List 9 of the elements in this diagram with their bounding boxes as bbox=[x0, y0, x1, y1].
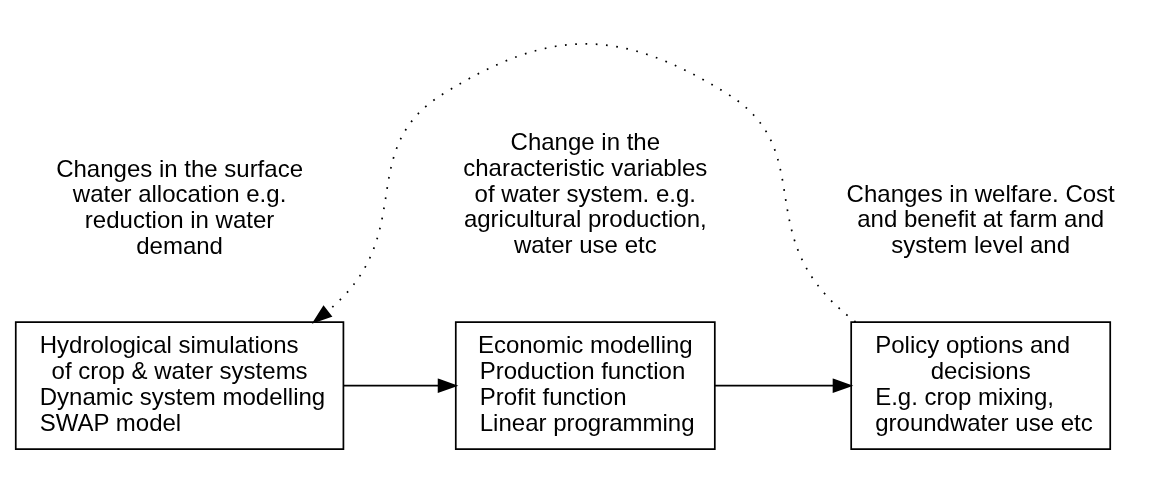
label: Changes in welfare. Cost and benefit at farm and system level and bbox=[846, 179, 1115, 258]
arrow bbox=[713, 377, 854, 393]
arrow bbox=[311, 42, 857, 324]
arrow bbox=[342, 377, 459, 393]
node-box: Policy options and decisions E.g. crop mixing, groundwater use etc bbox=[850, 320, 1112, 450]
node-box: Economic modelling Production function Profit function Linear programming bbox=[454, 320, 716, 450]
node-box: Hydrological simulations of crop & water systems Dynamic system modelling SWAP model bbox=[14, 320, 345, 450]
label: Changes in the surface water allocation e.g. reduction in water demand bbox=[56, 154, 303, 259]
label: Change in the characteristic variables of water system. e.g. agricultural production, water use etc bbox=[463, 127, 708, 258]
